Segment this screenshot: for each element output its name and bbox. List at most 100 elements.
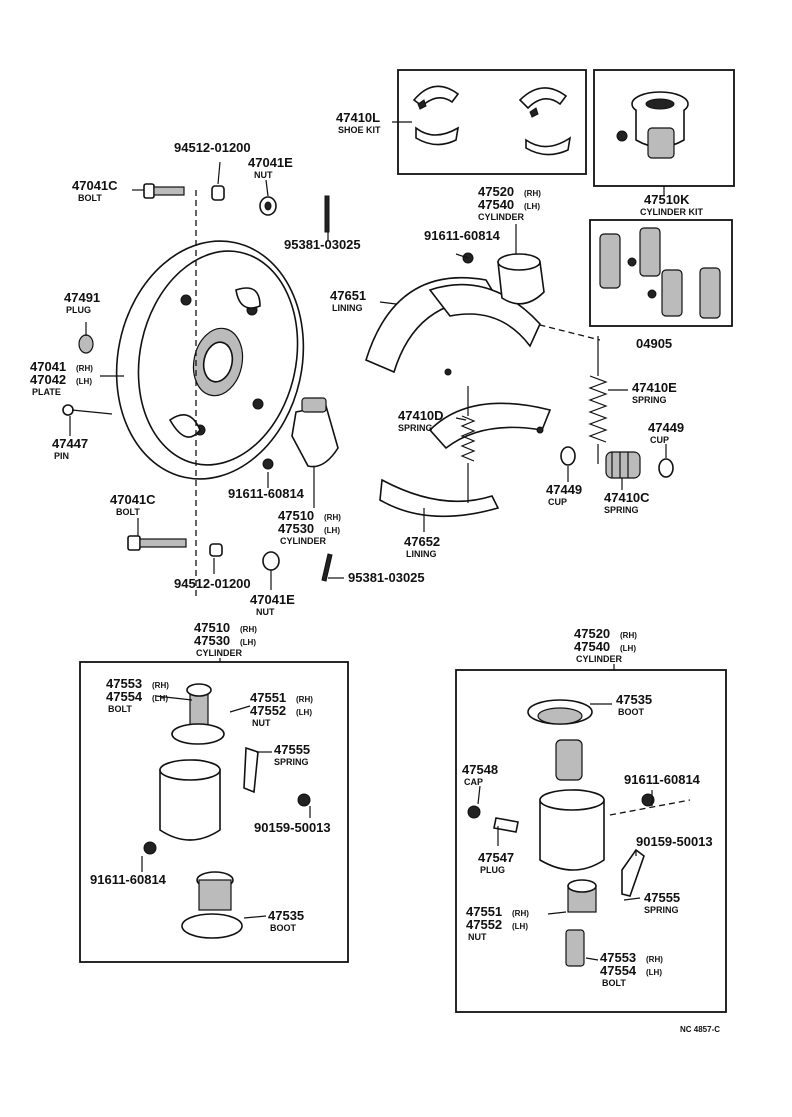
svg-text:47510: 47510 (194, 620, 230, 635)
label-pin-47447: 47447 PIN (52, 436, 88, 461)
svg-text:04905: 04905 (636, 336, 672, 351)
svg-text:CYLINDER: CYLINDER (196, 648, 243, 658)
svg-text:47410C: 47410C (604, 490, 650, 505)
svg-text:BOLT: BOLT (108, 704, 132, 714)
svg-text:CUP: CUP (548, 497, 567, 507)
label-cup-47449-right: 47449 CUP (648, 420, 684, 445)
label-47041e-top: 47041E NUT (248, 155, 293, 180)
label-plug-47491: 47491 PLUG (64, 290, 100, 315)
svg-text:SPRING: SPRING (632, 395, 667, 405)
svg-text:94512-01200: 94512-01200 (174, 140, 251, 155)
label-box1-title: 47510 (RH) 47530 (LH) CYLINDER (194, 620, 257, 658)
shoe-kit-illustration (412, 85, 572, 156)
svg-text:(LH): (LH) (324, 526, 340, 535)
cup-47449-left (560, 446, 576, 466)
svg-text:BOOT: BOOT (270, 923, 297, 933)
spring-47410e (588, 336, 608, 464)
label-47041c-top: 47041C BOLT (72, 178, 118, 203)
kit-04905-illustration (599, 227, 721, 319)
svg-text:47551: 47551 (250, 690, 286, 705)
label-box2-boot: 47535 BOOT (616, 692, 652, 717)
backing-plate (115, 240, 305, 480)
label-lining-47652: 47652 LINING (404, 534, 440, 559)
svg-text:(RH): (RH) (512, 909, 529, 918)
bolt-47041c-top (143, 183, 185, 199)
spring-47410c (605, 451, 641, 479)
svg-text:47548: 47548 (462, 762, 498, 777)
svg-text:95381-03025: 95381-03025 (284, 237, 361, 252)
svg-text:BOOT: BOOT (618, 707, 645, 717)
leader-lines-box1 (141, 658, 311, 919)
brake-shoe-47651 (365, 276, 541, 376)
svg-text:LINING: LINING (406, 549, 437, 559)
svg-text:NUT: NUT (468, 932, 487, 942)
label-spring-47410c: 47410C SPRING (604, 490, 650, 515)
cylinder-47520-detail-box (455, 669, 727, 1013)
svg-text:(RH): (RH) (620, 631, 637, 640)
svg-text:47042: 47042 (30, 372, 66, 387)
svg-text:47410E: 47410E (632, 380, 677, 395)
svg-text:47554: 47554 (600, 963, 637, 978)
label-box2-90159: 90159-50013 (636, 834, 713, 849)
svg-text:47553: 47553 (600, 950, 636, 965)
svg-text:90159-50013: 90159-50013 (254, 820, 331, 835)
svg-text:47449: 47449 (546, 482, 582, 497)
bolt-47041c-bottom (127, 535, 187, 551)
svg-text:(LH): (LH) (524, 202, 540, 211)
svg-text:47652: 47652 (404, 534, 440, 549)
label-box2-title: 47520 (RH) 47540 (LH) CYLINDER (574, 626, 637, 664)
svg-text:PLUG: PLUG (480, 865, 505, 875)
label-shoe-kit: 47410L SHOE KIT (336, 110, 381, 135)
svg-text:47555: 47555 (644, 890, 680, 905)
svg-text:47535: 47535 (616, 692, 652, 707)
label-lining-47651: 47651 LINING (330, 288, 366, 313)
svg-text:(RH): (RH) (324, 513, 341, 522)
svg-text:47554: 47554 (106, 689, 143, 704)
svg-text:(LH): (LH) (620, 644, 636, 653)
svg-text:47520: 47520 (478, 184, 514, 199)
svg-text:47530: 47530 (194, 633, 230, 648)
svg-text:SPRING: SPRING (398, 423, 433, 433)
svg-text:CYLINDER: CYLINDER (576, 654, 623, 664)
label-box1-spring: 47555 SPRING (274, 742, 310, 767)
svg-text:CYLINDER: CYLINDER (280, 536, 327, 546)
svg-text:47449: 47449 (648, 420, 684, 435)
svg-text:47555: 47555 (274, 742, 310, 757)
svg-text:90159-50013: 90159-50013 (636, 834, 713, 849)
svg-text:47540: 47540 (478, 197, 514, 212)
label-box2-plug: 47547 PLUG (478, 850, 514, 875)
svg-text:SPRING: SPRING (604, 505, 639, 515)
svg-text:47041C: 47041C (110, 492, 156, 507)
svg-text:LINING: LINING (332, 303, 363, 313)
svg-text:(LH): (LH) (152, 694, 168, 703)
svg-text:SPRING: SPRING (274, 757, 309, 767)
footer-code: NC 4857-C (680, 1025, 720, 1034)
svg-text:BOLT: BOLT (78, 193, 102, 203)
svg-text:47547: 47547 (478, 850, 514, 865)
svg-text:CYLINDER: CYLINDER (478, 212, 525, 222)
svg-text:CAP: CAP (464, 777, 483, 787)
svg-text:47553: 47553 (106, 676, 142, 691)
pin-47447 (62, 404, 113, 416)
label-95381-bottom: 95381-03025 (348, 570, 425, 585)
svg-text:PIN: PIN (54, 451, 69, 461)
svg-text:(LH): (LH) (646, 968, 662, 977)
label-box2-spring: 47555 SPRING (644, 890, 680, 915)
shoe-kit-box (397, 69, 587, 175)
svg-text:(RH): (RH) (524, 189, 541, 198)
svg-text:BOLT: BOLT (602, 978, 626, 988)
label-94512-bottom: 94512-01200 (174, 576, 251, 591)
label-spring-47410d: 47410D SPRING (398, 408, 444, 433)
wheel-cylinder-47520 (462, 252, 545, 305)
svg-text:CYLINDER KIT: CYLINDER KIT (640, 207, 704, 217)
svg-text:PLATE: PLATE (32, 387, 61, 397)
label-94512-top: 94512-01200 (174, 140, 251, 155)
svg-text:47410L: 47410L (336, 110, 380, 125)
svg-text:(LH): (LH) (512, 922, 528, 931)
svg-text:95381-03025: 95381-03025 (348, 570, 425, 585)
leader-lines-box2 (477, 664, 653, 961)
svg-text:(RH): (RH) (152, 681, 169, 690)
cup-47449-right (658, 458, 674, 478)
label-box1-90159: 90159-50013 (254, 820, 331, 835)
label-47041c-bottom: 47041C BOLT (110, 492, 156, 517)
